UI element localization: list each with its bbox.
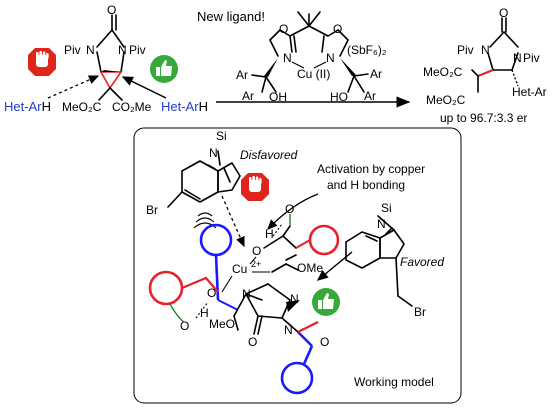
product-piv-left: Piv [457,43,474,57]
catalyst-o-left: O [279,22,288,36]
n-bottom-core: N [284,323,293,337]
disfavored-indole [167,150,241,208]
reactant-ester-left: MeO₂C [62,100,102,114]
reactant-n-right: N [118,43,127,57]
ligand-circle-red [308,224,340,256]
si-top-label: Si [216,129,227,143]
ligand-circle-blue [280,361,314,395]
thumbs-up-icon [312,288,340,316]
hetar-right-label: Het-ArH [161,99,208,114]
product-piv-right: Piv [523,51,540,65]
hetar-left-label: Het-ArH [4,99,51,114]
catalyst-ar4: Ar [364,89,376,103]
reactant-ester-right: CO₂Me [112,100,152,114]
stop-hand-icon [241,173,269,201]
ligand-callout: New ligand! [197,9,265,24]
o-mid: O [320,335,329,349]
h-green-bottom: H [200,306,209,320]
o-green-bottom: O [180,319,189,333]
reactant-piv-left: Piv [64,43,81,57]
activation-note-line2: and H bonding [327,178,405,192]
catalyst-structure: O O N N Cu (II) (SbF₆)₂ Ar Ar OH HO Ar A… [236,11,387,104]
reactant-n-left: N [86,43,95,57]
catalyst-ar3: Ar [370,67,382,81]
product-structure: O N N Piv Piv MeO₂C MeO₂C Het-Ar [423,6,547,107]
thumbs-up-icon [150,55,178,83]
o-cu-left: O [207,286,216,300]
product-ester-bottom: MeO₂C [426,93,466,107]
n-right-label: N [377,217,386,231]
br-left-label: Br [146,203,158,217]
favored-label: Favored [400,255,444,269]
reactant-structure: O N N Piv Piv MeO₂C CO₂Me [62,3,152,114]
cu-charge: 2+ [251,259,261,269]
working-model-title: Working model [354,375,434,389]
catalyst-metal: Cu (II) [297,67,330,81]
catalyst-ar2: Ar [242,89,254,103]
catalyst-ar1: Ar [236,68,248,82]
reactant-o-label: O [107,3,116,17]
reactant-piv-right: Piv [129,43,146,57]
ome-bottom: MeO [209,317,235,331]
catalyst-oh: OH [269,90,287,104]
cu-label: Cu [232,262,247,276]
working-model-frame [133,127,462,404]
product-o: O [499,6,508,20]
central-core [233,283,319,347]
o-green-top: O [285,202,294,216]
hbond-top [263,214,311,249]
ligand-circle-red [148,270,184,306]
catalyst-ho: HO [330,90,348,104]
br-right-label: Br [414,305,426,319]
product-ester-top: MeO₂C [423,65,463,79]
n-right-core: N [290,292,299,306]
n-left-core: N [242,287,251,301]
catalyst-counterion: (SbF₆)₂ [347,43,387,57]
product-n-left: N [481,43,490,57]
disfavored-label: Disfavored [240,148,298,162]
si-right-label: Si [381,201,392,215]
ome-top: OMe [297,261,323,275]
h-green-top: H [265,227,274,241]
selectivity-label: up to 96.7:3.3 er [440,111,527,125]
product-hetar: Het-Ar [512,85,547,99]
catalyst-n-left: N [283,51,292,65]
ligand-circle-blue [199,223,233,257]
favored-indole [345,215,413,307]
catalyst-o-right: O [333,22,342,36]
stop-hand-icon [28,48,56,76]
activation-note-line1: Activation by copper [317,162,425,176]
o-cu-top: O [252,244,261,258]
n-top-label: N [209,146,218,160]
product-n-right: N [513,51,522,65]
o-ring-core: O [248,335,257,349]
catalyst-n-right: N [326,51,335,65]
